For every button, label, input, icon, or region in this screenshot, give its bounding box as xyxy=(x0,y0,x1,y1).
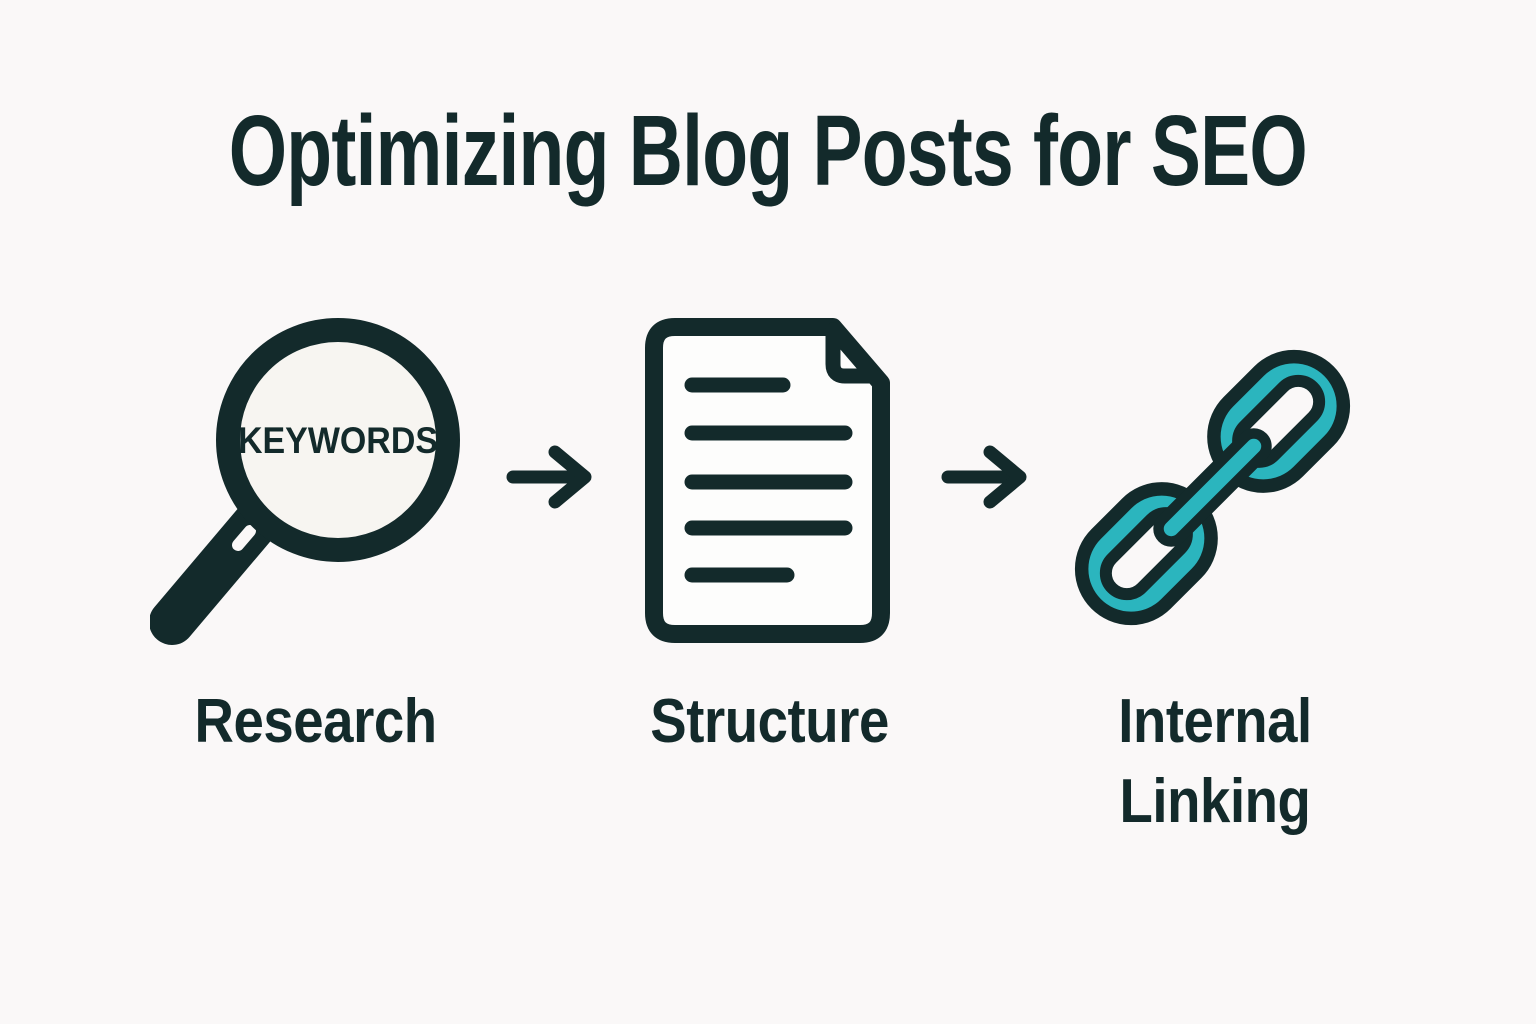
page-title-text: Optimizing Blog Posts for SEO xyxy=(228,95,1308,207)
chain-connector-bar xyxy=(1153,428,1272,547)
step-label-research: Research xyxy=(106,682,526,762)
step-label-structure: Structure xyxy=(560,682,980,762)
arrow-right-icon xyxy=(506,445,592,509)
keywords-label: KEYWORDS xyxy=(238,420,438,461)
arrow-right-icon xyxy=(941,445,1027,509)
magnifying-glass-icon: KEYWORDS xyxy=(150,318,460,645)
magnifier-lens xyxy=(216,318,460,562)
document-fold xyxy=(825,322,881,384)
chain-link-icon xyxy=(1074,349,1351,626)
step-label-internal-linking: Internal Linking xyxy=(1005,682,1425,842)
step-label-research-text: Research xyxy=(194,687,438,756)
page-title: Optimizing Blog Posts for SEO xyxy=(0,96,1536,206)
arrow-head xyxy=(983,445,1027,509)
arrow-head xyxy=(548,445,592,509)
magnifier-handle-notch xyxy=(232,525,256,551)
step-label-internal-linking-text: Internal Linking xyxy=(1118,687,1312,836)
document-icon xyxy=(645,318,890,643)
step-label-structure-text: Structure xyxy=(650,687,890,756)
